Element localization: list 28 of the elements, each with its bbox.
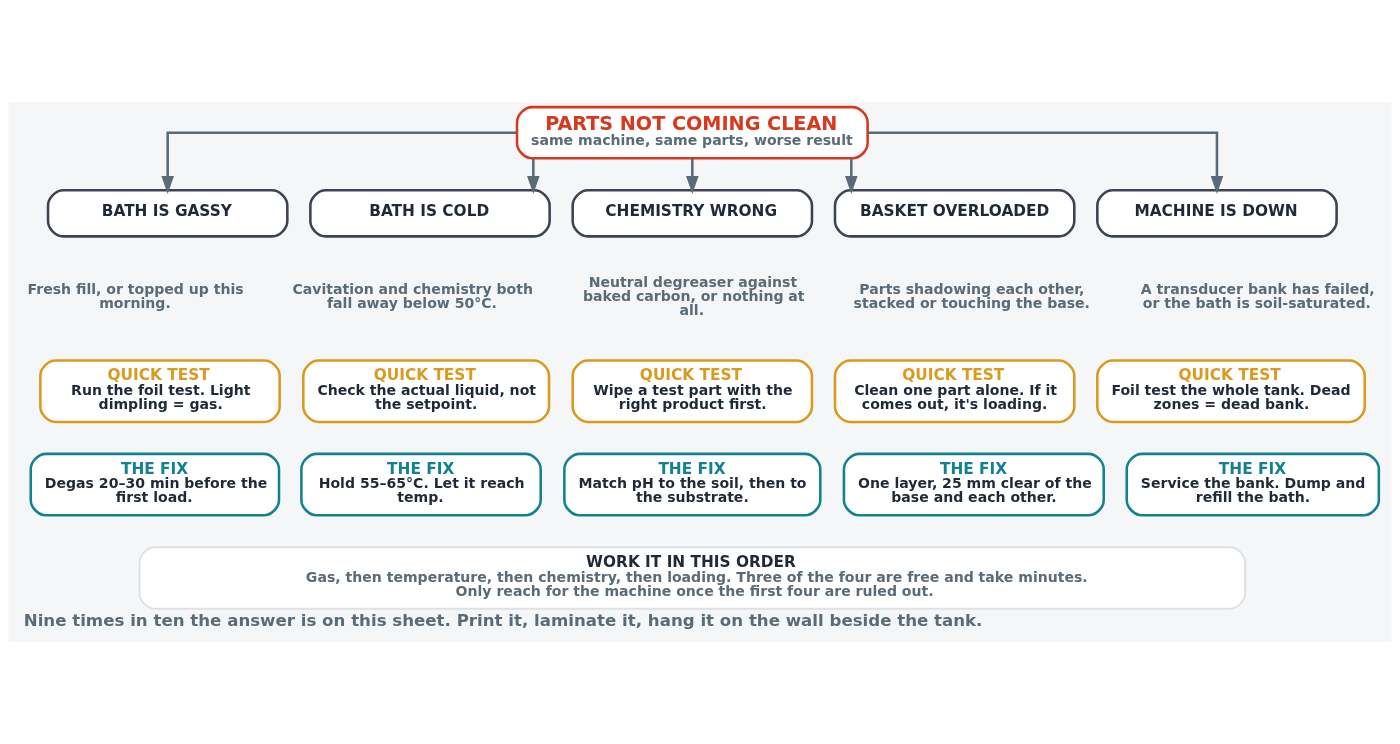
node-label: Neutral degreaser against baked carbon, or nothing at all. — [582, 274, 805, 319]
node-box: THE FIX Degas 20–30 min before the first load. — [29, 452, 281, 517]
node-box: QUICK TEST Wipe a test part with the right product first. — [571, 359, 814, 424]
node-label: Parts shadowing each other, stacked or touching the base. — [853, 281, 1090, 312]
node-box: BASKET OVERLOADED — [833, 189, 1076, 238]
caption: Nine times in ten the answer is on this sheet. Print it, laminate it, hang it on the wall beside the tank. — [23, 610, 983, 630]
node-box: BATH IS COLD — [309, 189, 551, 238]
node-box: WORK IT IN THIS ORDER Gas, then temperature, then chemistry, then loading. Three of the four are free and take minutes. Only reach for the machine once the first four are ruled out. — [138, 546, 1247, 610]
arrow — [867, 131, 1224, 194]
arrow — [527, 158, 540, 195]
node-box: QUICK TEST Check the actual liquid, not the setpoint. — [302, 359, 551, 424]
node-box: MACHINE IS DOWN — [1096, 189, 1338, 238]
node-box: THE FIX Match pH to the soil, then to the substrate. — [563, 452, 822, 517]
arrow — [686, 158, 699, 195]
node-box: PARTS NOT COMING CLEAN same machine, same parts, worse result — [515, 105, 869, 160]
node-box: THE FIX One layer, 25 mm clear of the base and each other. — [842, 452, 1105, 517]
arrow — [845, 158, 858, 195]
node-box: QUICK TEST Clean one part alone. If it comes out, it's loading. — [833, 359, 1076, 424]
node-box: QUICK TEST Run the foil test. Light dimpling = gas. — [39, 359, 281, 424]
node-box: THE FIX Hold 55–65°C. Let it reach temp. — [300, 452, 542, 517]
node-label: A transducer bank has failed, or the bath is soil-saturated. — [1140, 281, 1375, 312]
node-box: BATH IS GASSY — [46, 189, 289, 238]
node-box: QUICK TEST Foil test the whole tank. Dead zones = dead bank. — [1096, 359, 1367, 424]
node-box: THE FIX Service the bank. Dump and refill the bath. — [1125, 452, 1381, 517]
arrow — [161, 131, 517, 194]
node-label: Fresh fill, or topped up this morning. — [27, 281, 244, 312]
node-label: Cavitation and chemistry both fall away below 50°C. — [292, 281, 533, 312]
node-box: CHEMISTRY WRONG — [571, 189, 814, 238]
